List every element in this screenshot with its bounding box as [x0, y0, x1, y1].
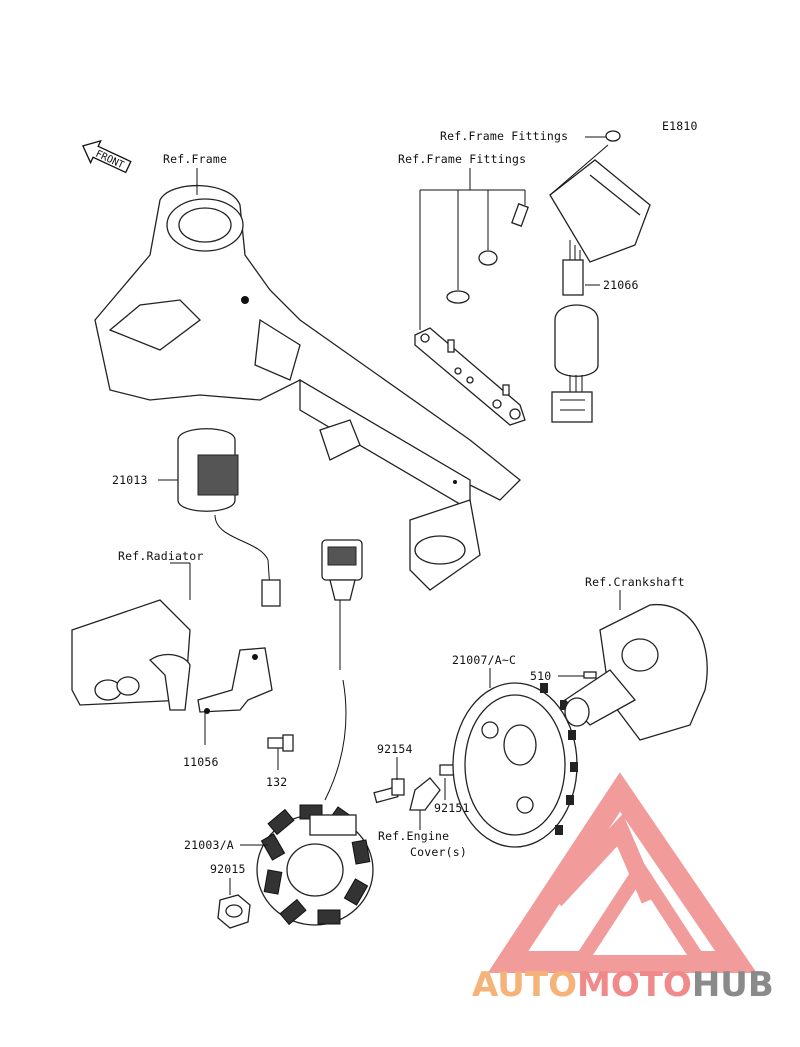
label-ref-engine-cover-line2: Cover(s)	[410, 845, 467, 859]
radiator	[71, 599, 191, 711]
label-92015: 92015	[210, 862, 246, 876]
coil-21013	[177, 428, 281, 714]
diagram-code: E1810	[662, 119, 698, 133]
crankshaft	[563, 604, 708, 741]
label-510: 510	[530, 669, 551, 683]
diagram-labels: E1810 Ref.Frame Ref.Frame Fittings Ref.F…	[112, 119, 698, 876]
watermark-logo	[487, 772, 757, 973]
rotor-21007	[452, 682, 578, 848]
label-21013: 21013	[112, 473, 148, 487]
leader-lines	[158, 136, 621, 895]
svg-text:AUTOMOTOHUB: AUTOMOTOHUB	[472, 965, 774, 1005]
frame-assembly	[94, 184, 521, 591]
stator-wire	[321, 539, 363, 801]
nut-92015	[217, 894, 251, 929]
regulator-21066	[549, 130, 651, 423]
label-92154: 92154	[377, 742, 413, 756]
label-132: 132	[266, 775, 287, 789]
label-ref-frame: Ref.Frame	[163, 152, 227, 166]
watermark-hub: HUB	[692, 965, 774, 1005]
clamp-92151	[409, 764, 455, 811]
label-ref-engine-cover-line1: Ref.Engine	[378, 829, 449, 843]
front-arrow: FRONT	[82, 139, 132, 174]
label-ref-radiator: Ref.Radiator	[118, 549, 203, 563]
label-11056: 11056	[183, 755, 219, 769]
label-ref-frame-fittings-top: Ref.Frame Fittings	[440, 129, 568, 143]
label-ref-frame-fittings: Ref.Frame Fittings	[398, 152, 526, 166]
label-21066: 21066	[603, 278, 639, 292]
frame-fittings-bracket	[414, 203, 529, 426]
label-21007: 21007/A~C	[452, 653, 516, 667]
bolt-92154	[373, 778, 405, 804]
stator-21003	[256, 804, 374, 926]
label-21003: 21003/A	[184, 838, 234, 852]
watermark-auto: AUTO	[472, 965, 577, 1005]
bolt-132	[267, 734, 294, 752]
label-ref-crankshaft: Ref.Crankshaft	[585, 575, 685, 589]
watermark-moto: MOTO	[577, 965, 692, 1005]
watermark-text: AUTOMOTOHUB	[472, 965, 774, 1005]
label-92151: 92151	[434, 801, 470, 815]
